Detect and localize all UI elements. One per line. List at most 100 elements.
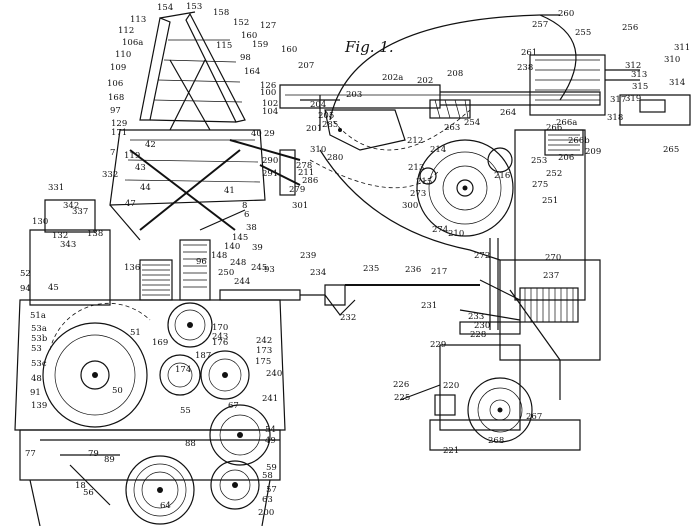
- reference-numeral: 343: [60, 240, 76, 250]
- reference-numeral: 53a: [31, 324, 47, 334]
- reference-numeral: 235: [363, 264, 379, 274]
- reference-numeral: 242: [256, 336, 272, 346]
- reference-numeral: 79: [88, 449, 99, 459]
- reference-numeral: 98: [240, 53, 251, 63]
- reference-numeral: 67: [228, 401, 239, 411]
- reference-numeral: 64: [160, 501, 171, 511]
- reference-numeral: 164: [244, 67, 260, 77]
- reference-numeral: 228: [470, 330, 486, 340]
- reference-numeral: 56: [83, 488, 94, 498]
- reference-numeral: 96: [196, 257, 207, 267]
- reference-numeral: 240: [266, 369, 282, 379]
- reference-numeral: 206: [558, 153, 574, 163]
- reference-numeral: 268: [488, 436, 504, 446]
- reference-numeral: 169: [152, 338, 168, 348]
- reference-numeral: 55: [180, 406, 191, 416]
- reference-numeral: 58: [262, 471, 273, 481]
- reference-numeral: 173: [256, 346, 272, 356]
- reference-numeral: 221: [443, 446, 459, 456]
- reference-numeral: 313: [631, 70, 647, 80]
- reference-numeral: 6: [244, 210, 249, 220]
- reference-numeral: 154: [157, 3, 173, 13]
- reference-numeral: 215: [416, 177, 432, 187]
- reference-numeral: 45: [48, 283, 59, 293]
- reference-numeral: 274: [432, 225, 448, 235]
- reference-numeral: 202: [417, 76, 433, 86]
- reference-numeral: 187: [195, 351, 211, 361]
- reference-numeral: 266b: [568, 136, 590, 146]
- reference-numeral: 54: [265, 425, 276, 435]
- reference-numeral: 170: [212, 323, 228, 333]
- reference-numeral: 42: [145, 140, 156, 150]
- reference-numeral: 88: [185, 439, 196, 449]
- reference-numeral: 263: [444, 123, 460, 133]
- reference-numeral: 279: [289, 185, 305, 195]
- reference-numeral: 136: [124, 263, 140, 273]
- reference-numeral: 243: [212, 332, 228, 342]
- reference-numeral: 230: [474, 321, 490, 331]
- reference-numeral: 209: [585, 147, 601, 157]
- reference-numeral: 291: [262, 169, 278, 179]
- reference-numeral: 250: [218, 268, 234, 278]
- reference-numeral: 260: [558, 9, 574, 19]
- reference-numeral: 278: [296, 161, 312, 171]
- reference-numeral: 106a: [122, 38, 143, 48]
- reference-numeral: 208: [447, 69, 463, 79]
- reference-numeral: 265: [663, 145, 679, 155]
- reference-numeral: 51: [130, 328, 141, 338]
- reference-numeral: 160: [281, 45, 297, 55]
- reference-numeral: 337: [72, 207, 88, 217]
- reference-numeral: 239: [300, 251, 316, 261]
- reference-numeral: 225: [394, 393, 410, 403]
- reference-numeral: 175: [255, 357, 271, 367]
- upper-arm: [229, 14, 691, 261]
- right-column: [399, 129, 601, 451]
- reference-numeral: 43: [135, 163, 146, 173]
- reference-numeral: 53: [31, 344, 42, 354]
- reference-numeral: 285: [322, 120, 338, 130]
- reference-numeral: 201: [306, 124, 322, 134]
- reference-numeral: 315: [632, 82, 648, 92]
- reference-numeral: 38: [246, 223, 257, 233]
- reference-numeral: 314: [669, 78, 685, 88]
- reference-numeral: 148: [211, 251, 227, 261]
- reference-numeral: 217: [431, 267, 447, 277]
- reference-numeral: 214: [430, 145, 446, 155]
- reference-numeral: 174: [175, 365, 191, 375]
- reference-numeral: 311: [674, 43, 690, 53]
- connecting-rods: [219, 279, 521, 321]
- reference-numeral: 63: [262, 495, 273, 505]
- reference-numeral: 248: [230, 258, 246, 268]
- reference-numeral: 273: [410, 189, 426, 199]
- reference-numeral: 255: [575, 28, 591, 38]
- reference-numeral: 272: [474, 251, 490, 261]
- reference-numeral: 216: [494, 171, 510, 181]
- reference-numeral: 48: [31, 374, 42, 384]
- reference-numeral: 244: [234, 277, 250, 287]
- reference-numeral: 158: [213, 8, 229, 18]
- reference-numeral: 47: [125, 199, 136, 209]
- reference-numeral: 8: [242, 201, 247, 211]
- reference-numeral: 286: [302, 176, 318, 186]
- reference-numeral: 319: [625, 94, 641, 104]
- reference-numeral: 152: [233, 18, 249, 28]
- reference-numeral: 129: [111, 119, 127, 129]
- reference-numeral: 310: [664, 55, 680, 65]
- reference-numeral: 300: [402, 201, 418, 211]
- reference-numeral: 110: [115, 50, 131, 60]
- reference-numeral: 97: [110, 106, 121, 116]
- reference-numeral: 39: [252, 243, 263, 253]
- reference-numeral: 140: [224, 242, 240, 252]
- reference-numeral: 89: [104, 455, 115, 465]
- reference-numeral: 253: [531, 156, 547, 166]
- reference-numeral: 312: [625, 61, 641, 71]
- reference-numeral: 237: [543, 271, 559, 281]
- reference-numeral: 238: [517, 63, 533, 73]
- reference-numeral: 301: [292, 201, 308, 211]
- reference-numeral: 290: [262, 156, 278, 166]
- reference-numeral: 204: [310, 100, 326, 110]
- reference-numeral: 102: [262, 99, 278, 109]
- reference-numeral: 176: [212, 338, 228, 348]
- reference-numeral: 241: [262, 394, 278, 404]
